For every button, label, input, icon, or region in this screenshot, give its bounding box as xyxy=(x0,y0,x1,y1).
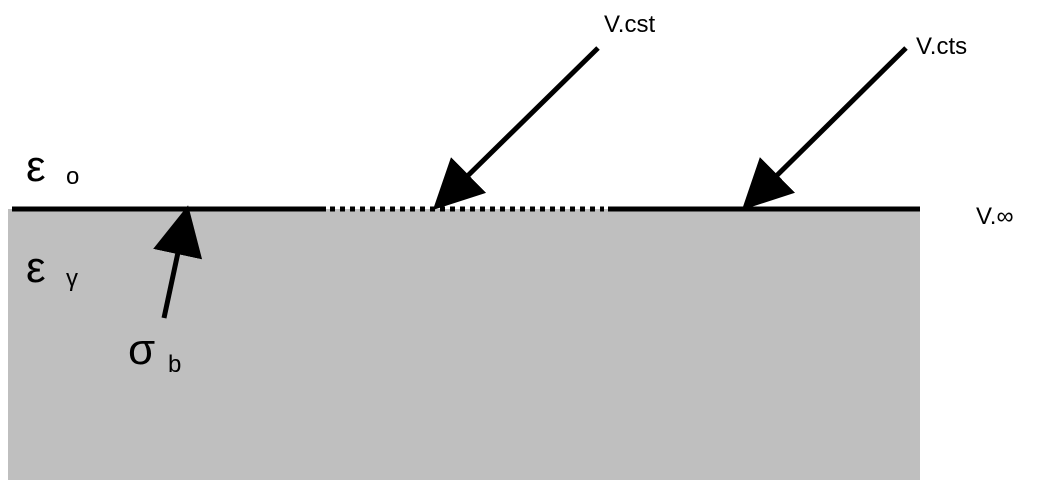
v-cst-label: V.cst xyxy=(604,11,655,38)
v-cts-label: V.cts xyxy=(916,33,967,60)
sigma-b-symbol: σ xyxy=(128,325,155,374)
epsilon-gamma-symbol: ε xyxy=(26,243,46,292)
epsilon-gamma-subscript: γ xyxy=(66,265,78,292)
sigma-b-subscript: b xyxy=(168,351,181,378)
v-infinity-label: V.∞ xyxy=(976,203,1014,230)
epsilon-o-symbol: ε xyxy=(26,142,46,191)
epsilon-o-subscript: o xyxy=(66,163,79,190)
arrow-v-cst xyxy=(432,46,600,211)
arrow-v-cts xyxy=(741,46,908,211)
arrow-sigma-b xyxy=(153,205,203,319)
